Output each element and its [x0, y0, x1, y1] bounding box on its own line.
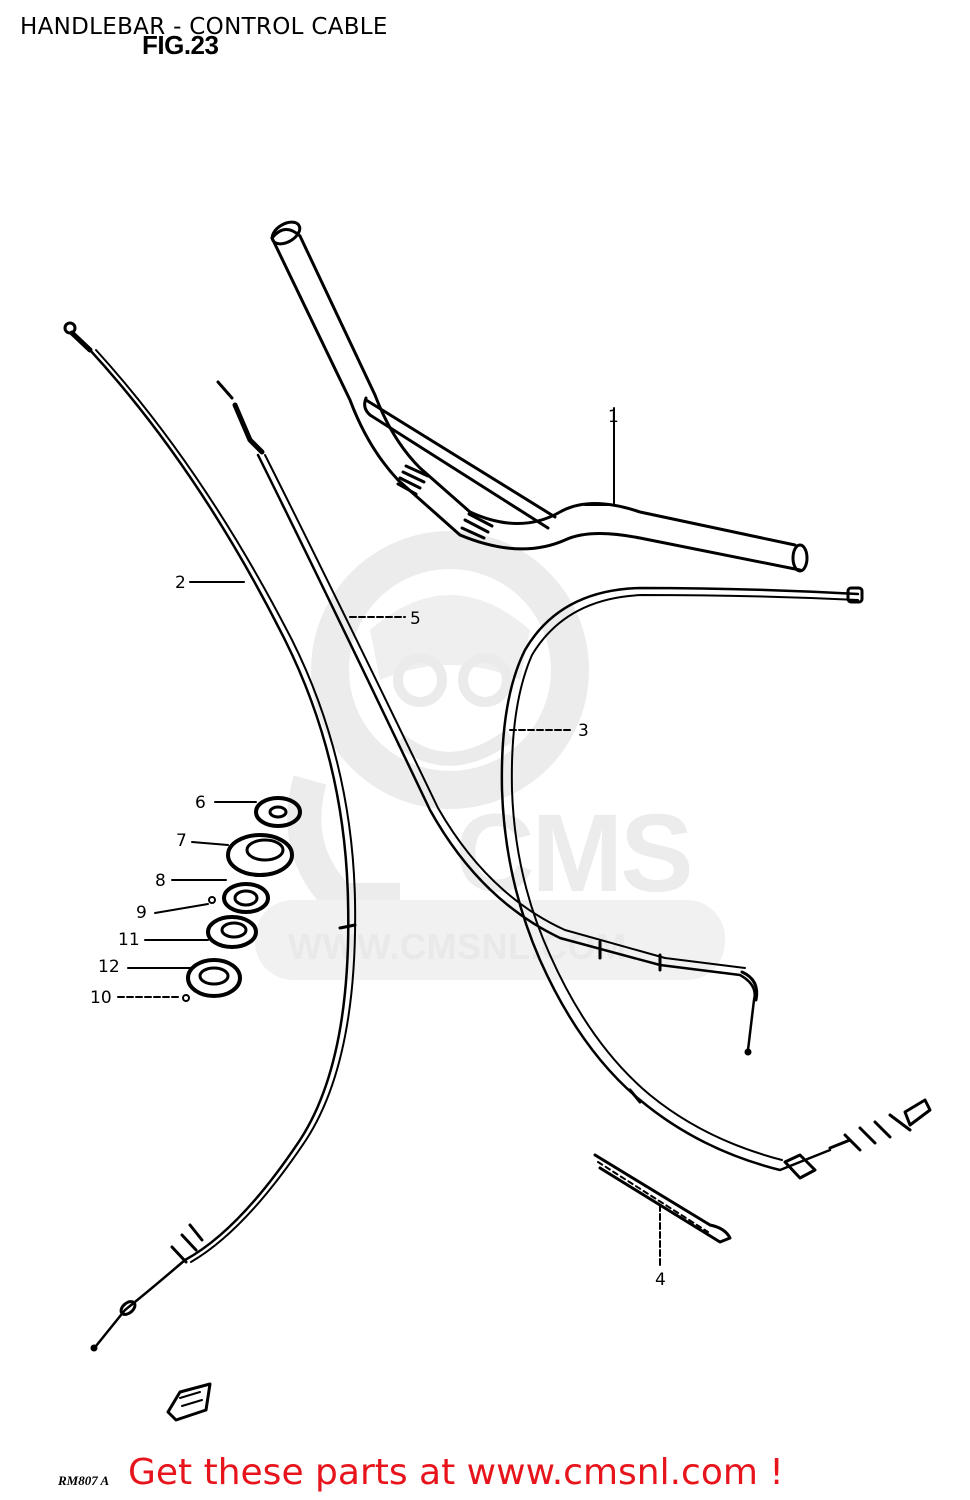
- cable-3: [500, 586, 932, 1180]
- callout-6: 6: [195, 793, 206, 813]
- cms-watermark-logo: [255, 531, 725, 980]
- cable-2: [63, 321, 357, 1352]
- callout-7: 7: [176, 831, 187, 851]
- callout-9: 9: [136, 903, 147, 923]
- callout-10: 10: [90, 988, 112, 1008]
- callout-1: 1: [608, 407, 619, 427]
- adjuster-parts: [117, 796, 302, 1002]
- figure-number: FIG.23: [142, 30, 219, 60]
- forward-arrow-icon: [166, 1382, 212, 1422]
- callout-11: 11: [118, 930, 140, 950]
- callout-2: 2: [175, 573, 186, 593]
- promo-link[interactable]: Get these parts at www.cmsnl.com !: [128, 1452, 784, 1493]
- callout-3: 3: [578, 721, 589, 741]
- handlebar: [270, 220, 809, 573]
- part-4-clamp: [593, 1153, 732, 1269]
- model-code: RM807 A: [58, 1473, 110, 1488]
- cable-5: [216, 380, 759, 1056]
- callout-8: 8: [155, 871, 166, 891]
- watermark-url: WWW.CMSNL.COM: [288, 926, 627, 967]
- page-title: HANDLEBAR - CONTROL CABLE: [20, 14, 388, 40]
- callout-12: 12: [98, 957, 120, 977]
- callout-4: 4: [655, 1270, 666, 1290]
- callout-5: 5: [410, 609, 421, 629]
